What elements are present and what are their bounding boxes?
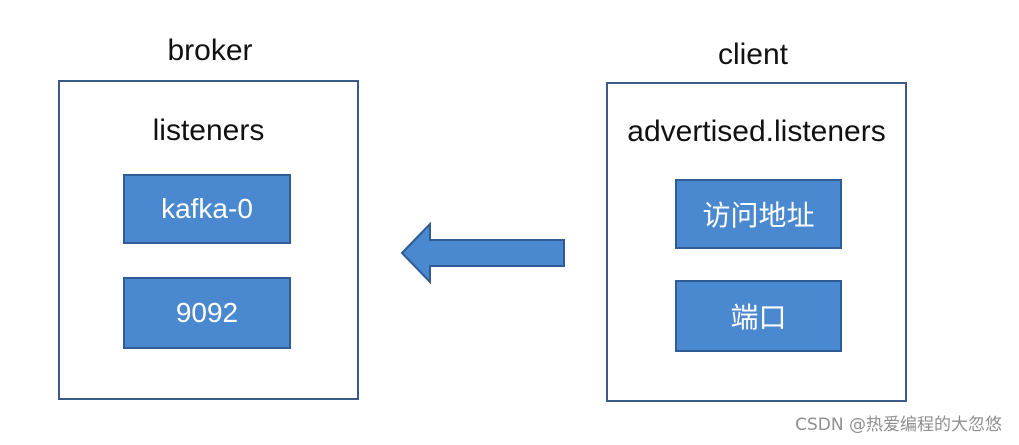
client-title: client xyxy=(717,38,789,71)
broker-host-box: kafka-0 xyxy=(123,174,291,244)
left-arrow-icon xyxy=(398,221,568,285)
broker-panel-title: listeners xyxy=(152,114,265,147)
arrow-svg xyxy=(400,221,565,285)
client-port-box: 端口 xyxy=(675,280,842,352)
arrow-shape xyxy=(400,221,565,285)
csdn-watermark: CSDN @热爱编程的大忽悠 xyxy=(795,415,1002,435)
client-panel-title: advertised.listeners xyxy=(627,115,886,148)
client-panel: advertised.listeners 访问地址 端口 xyxy=(606,82,907,402)
broker-panel: listeners kafka-0 9092 xyxy=(58,80,359,400)
broker-title: broker xyxy=(167,34,253,67)
client-address-box: 访问地址 xyxy=(675,179,842,249)
broker-port-box: 9092 xyxy=(123,277,291,349)
